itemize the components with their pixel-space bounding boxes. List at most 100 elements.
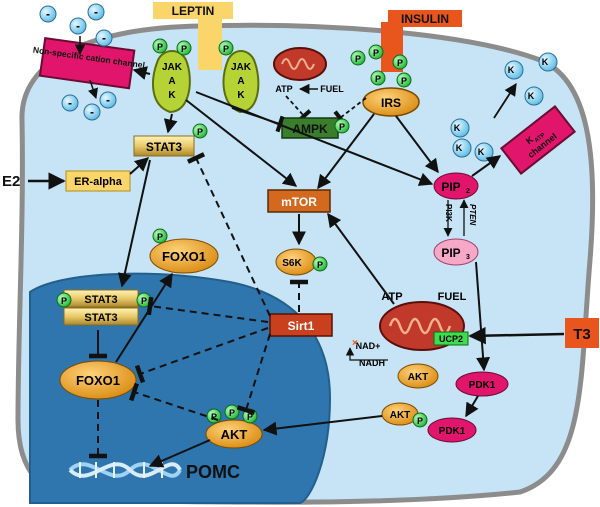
nonspecific-cation-channel: Non-specific cation channel	[32, 36, 146, 90]
svg-text:K: K	[524, 134, 536, 146]
svg-text:K: K	[168, 90, 176, 101]
svg-text:P: P	[373, 48, 379, 58]
svg-text:K: K	[478, 147, 485, 157]
svg-text:P: P	[211, 412, 217, 422]
svg-text:JAK: JAK	[231, 62, 252, 73]
svg-text:P: P	[317, 260, 323, 270]
svg-text:P: P	[197, 127, 203, 137]
leptin-bar	[198, 14, 222, 70]
svg-text:P: P	[339, 122, 345, 132]
nad-block-mark: ×	[352, 338, 358, 349]
irs: IRS	[362, 87, 420, 117]
sirt1: Sirt1	[269, 313, 333, 337]
svg-text:P: P	[229, 408, 235, 418]
pomc-label: POMC	[186, 462, 240, 482]
svg-text:K: K	[508, 65, 515, 75]
svg-text:3: 3	[466, 254, 470, 261]
svg-text:-: -	[90, 105, 94, 119]
svg-text:P: P	[375, 74, 381, 84]
stat3-dimer-nucleus: STAT3 STAT3 P P	[56, 289, 152, 326]
svg-text:ATP: ATP	[534, 132, 547, 144]
anion-group-top: - - - -	[39, 3, 113, 47]
svg-text:P: P	[397, 58, 403, 68]
svg-text:-: -	[68, 96, 72, 110]
e2-label: E2	[2, 173, 20, 190]
pdk1: PDK1	[455, 371, 509, 397]
stat3-cytoplasm: STAT3 P	[133, 123, 208, 157]
mtor: mTOR	[267, 189, 331, 213]
svg-text:PIP: PIP	[441, 180, 460, 194]
mitochondrion-ucp2: UCP2	[379, 301, 469, 351]
svg-text:P: P	[223, 44, 229, 54]
svg-text:P: P	[141, 296, 147, 306]
svg-text:Sirt1: Sirt1	[288, 319, 315, 333]
svg-text:A: A	[237, 76, 244, 87]
leptin-label-box	[153, 2, 233, 19]
svg-text:PIP: PIP	[441, 246, 460, 260]
pip3: PIP 3	[433, 238, 479, 266]
svg-text:AKT: AKT	[221, 427, 248, 442]
svg-text:-: -	[46, 7, 50, 21]
svg-text:PDK1: PDK1	[469, 380, 496, 391]
anion-group-inside: - - -	[61, 91, 117, 121]
akt-small: AKT	[397, 363, 439, 389]
svg-text:P: P	[61, 296, 67, 306]
jak-phospho: P P P	[152, 38, 234, 56]
svg-text:-: -	[106, 93, 110, 107]
nadh-label: NADH	[359, 358, 385, 368]
svg-text:K: K	[456, 143, 463, 153]
svg-text:STAT3: STAT3	[146, 140, 183, 154]
pip2: PIP 2	[433, 172, 479, 200]
insulin-label-box	[388, 10, 462, 27]
katp-channel: K ATP channel	[499, 105, 577, 175]
svg-text:K: K	[237, 90, 245, 101]
svg-text:P: P	[157, 232, 163, 242]
svg-text:-: -	[76, 19, 80, 33]
nad-label: NAD+	[356, 341, 381, 351]
svg-text:FOXO1: FOXO1	[162, 249, 206, 264]
svg-text:P: P	[355, 54, 361, 64]
pten-label: PTEN	[468, 204, 477, 226]
svg-text:K: K	[542, 57, 549, 67]
atp-top: ATP	[275, 84, 292, 94]
svg-text:UCP2: UCP2	[439, 334, 463, 344]
svg-text:K: K	[528, 91, 535, 101]
jak-right: JAK A K	[222, 50, 260, 114]
dna-helix-icon	[68, 462, 182, 478]
svg-text:-: -	[94, 5, 98, 19]
t3-box	[565, 318, 599, 348]
s6k: S6K P	[275, 248, 328, 276]
svg-text:AMPK: AMPK	[292, 122, 328, 136]
svg-text:K: K	[454, 123, 461, 133]
t3-label: T3	[573, 326, 591, 343]
svg-text:P: P	[181, 44, 187, 54]
er-alpha: ER-alpha	[65, 170, 131, 192]
svg-text:ER-alpha: ER-alpha	[74, 176, 123, 188]
foxo1-cytoplasm: FOXO1 P	[149, 228, 219, 274]
svg-text:A: A	[168, 76, 175, 87]
svg-text:S6K: S6K	[282, 258, 302, 269]
mitochondrion-top	[273, 47, 327, 81]
svg-text:P: P	[417, 416, 423, 426]
svg-text:FOXO1: FOXO1	[76, 373, 120, 388]
svg-text:AKT: AKT	[408, 372, 429, 383]
insulin-receptor-phospho: P P P P P	[350, 44, 412, 88]
svg-text:AKT: AKT	[390, 410, 411, 421]
svg-text:mTOR: mTOR	[281, 195, 317, 209]
svg-text:-: -	[102, 31, 106, 45]
fuel-bottom: FUEL	[438, 291, 467, 303]
akt-pdk1-complex: AKT P PDK1	[381, 402, 477, 443]
svg-text:STAT3: STAT3	[84, 312, 117, 324]
svg-text:P: P	[401, 76, 407, 86]
leptin-label: LEPTIN	[172, 4, 215, 18]
svg-text:P: P	[247, 412, 253, 422]
svg-text:PDK1: PDK1	[439, 426, 466, 437]
svg-text:STAT3: STAT3	[84, 294, 117, 306]
akt-nucleus: AKT P P P	[205, 404, 263, 449]
insulin-label: INSULIN	[401, 12, 449, 26]
jak-left: JAK A K	[152, 50, 191, 114]
svg-text:IRS: IRS	[381, 96, 401, 110]
foxo1-nucleus: FOXO1	[59, 360, 137, 400]
svg-text:JAK: JAK	[162, 62, 183, 73]
